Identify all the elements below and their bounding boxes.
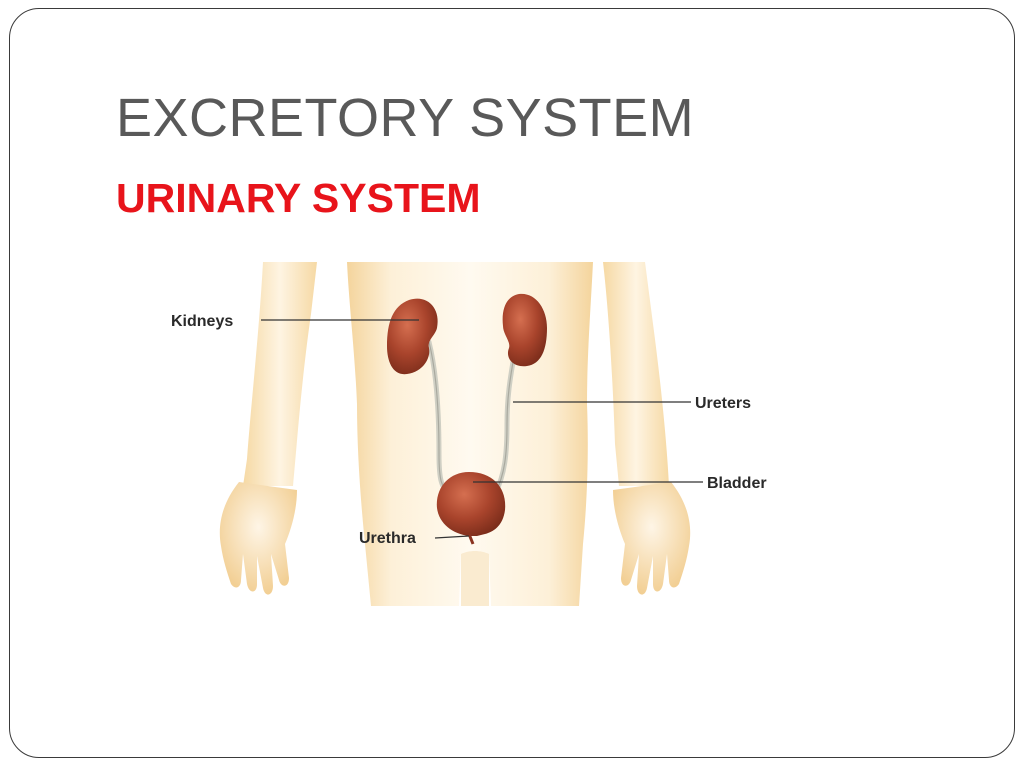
left-hand (219, 482, 297, 595)
label-kidneys: Kidneys (171, 313, 233, 330)
left-arm (243, 262, 317, 486)
right-hand (613, 482, 691, 595)
right-kidney (502, 293, 547, 367)
left-kidney (387, 298, 438, 375)
bladder (436, 472, 506, 536)
body-silhouette (219, 262, 691, 606)
urethra (467, 533, 475, 545)
slide-subtitle: URINARY SYSTEM (116, 175, 481, 221)
slide-title: EXCRETORY SYSTEM (116, 88, 695, 148)
label-bladder: Bladder (707, 475, 767, 492)
leader-lines (261, 319, 703, 539)
right-arm (603, 262, 669, 486)
urinary-system-diagram: Kidneys Ureters Bladder Urethra (151, 254, 801, 606)
label-ureters: Ureters (695, 395, 751, 412)
label-urethra: Urethra (359, 530, 416, 547)
